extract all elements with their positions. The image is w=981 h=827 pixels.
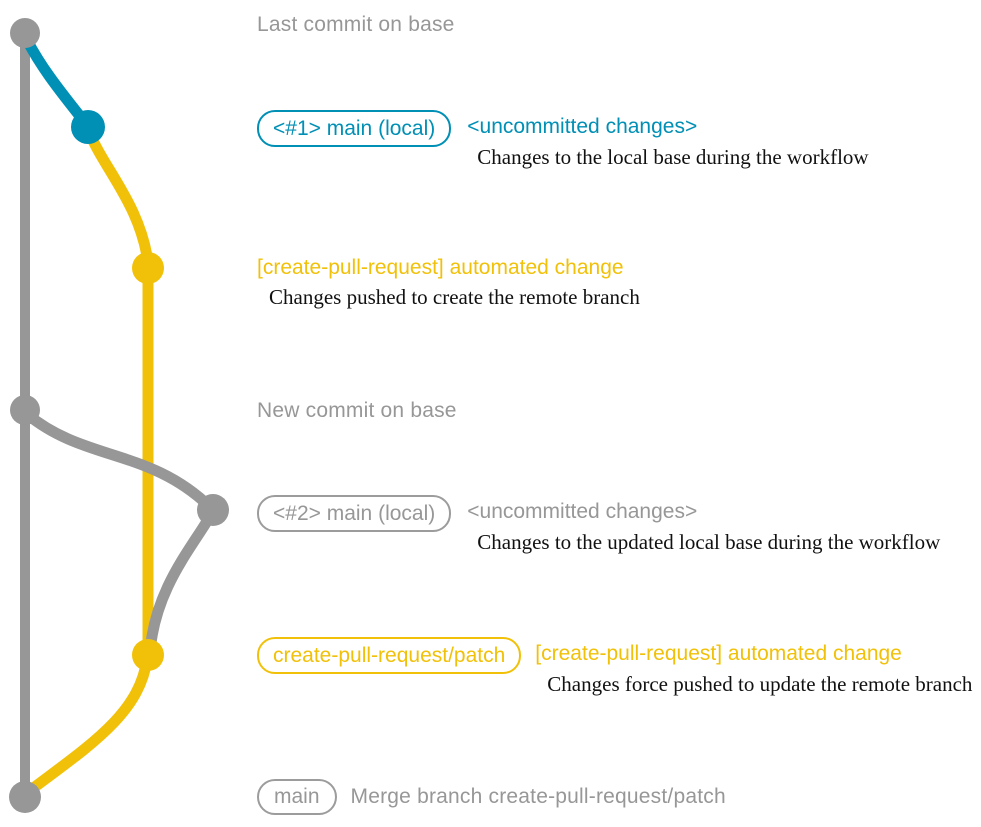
patch-1-description: Changes pushed to create the remote bran… xyxy=(269,285,640,309)
commit-dot-patch-1 xyxy=(132,252,164,284)
last-commit-label: Last commit on base xyxy=(257,13,455,36)
row-local-2: <#2> main (local) <uncommitted changes> … xyxy=(257,495,940,557)
local-1-description: Changes to the local base during the wor… xyxy=(477,145,869,169)
branch-tag-main: main xyxy=(257,779,337,815)
local-1-message: <uncommitted changes> xyxy=(467,115,698,138)
local-2-description: Changes to the updated local base during… xyxy=(477,530,941,554)
commit-dot-merge xyxy=(9,781,41,813)
patch-merge-curve xyxy=(30,653,153,792)
row-patch-2: create-pull-request/patch [create-pull-r… xyxy=(257,637,972,699)
local-branch-curve xyxy=(21,34,93,131)
patch-1-message: [create-pull-request] automated change xyxy=(257,256,624,279)
local2-to-patch-curve xyxy=(144,512,215,658)
commit-dot-local-2 xyxy=(197,494,229,526)
row-local-1: <#1> main (local) <uncommitted changes> … xyxy=(257,110,869,172)
base-to-local2-curve xyxy=(21,408,217,514)
commit-dot-last-base xyxy=(10,18,40,48)
row-new-commit: New commit on base xyxy=(257,399,457,423)
row-patch-1: [create-pull-request] automated change C… xyxy=(257,253,640,312)
row-last-commit: Last commit on base xyxy=(257,13,455,37)
patch-2-message: [create-pull-request] automated change xyxy=(535,642,902,665)
commit-dot-local-1 xyxy=(71,110,105,144)
row-merge: main Merge branch create-pull-request/pa… xyxy=(257,779,726,815)
new-commit-label: New commit on base xyxy=(257,399,457,422)
branch-tag-local-1: <#1> main (local) xyxy=(257,110,452,147)
branch-tag-local-2: <#2> main (local) xyxy=(257,495,452,532)
branch-tag-patch: create-pull-request/patch xyxy=(257,637,522,674)
patch-2-description: Changes force pushed to update the remot… xyxy=(547,672,973,696)
patch-branch-line xyxy=(83,126,154,661)
commit-dot-patch-2 xyxy=(132,639,164,671)
merge-message: Merge branch create-pull-request/patch xyxy=(350,785,726,808)
commit-graph xyxy=(9,18,229,813)
commit-dot-new-base xyxy=(10,395,40,425)
local-2-message: <uncommitted changes> xyxy=(467,500,698,523)
